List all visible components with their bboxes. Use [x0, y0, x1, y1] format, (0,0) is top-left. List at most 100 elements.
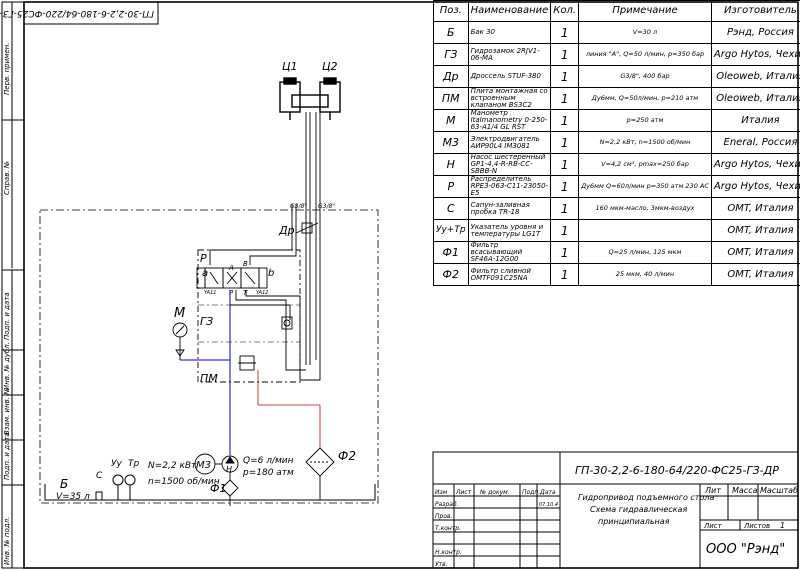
- bom-header-mfr: Изготовитель: [710, 0, 800, 22]
- cylinder-1-label: Ц1: [282, 60, 298, 73]
- bom-header-row: Поз. Наименование Кол. Примечание Изгото…: [433, 0, 800, 22]
- bom-pos: ПМ: [433, 87, 469, 110]
- side-label: Справ. №: [3, 161, 11, 195]
- drawing-name-2: Схема гидравлическая: [590, 505, 687, 514]
- bom-mfr: OMT, Италия: [710, 219, 800, 242]
- side-labels: Перв. примен. Справ. № Подп. и дата Инв.…: [3, 42, 11, 565]
- return-line: [257, 370, 321, 448]
- company-name: ООО "Рэнд": [706, 542, 785, 557]
- bom-note: N=2,2 кВт, n=1500 об/мин: [578, 131, 712, 154]
- drawing-name-1: Гидропривод подъемного стола: [578, 493, 714, 502]
- temp-gauge-label: Тр: [128, 459, 139, 469]
- bom-pos: М3: [433, 131, 469, 154]
- valve-labels: Р а b A B P T YA11 YA12 ГЗ ПМ: [200, 252, 274, 385]
- port-1-label: G3/8": [290, 203, 307, 210]
- manometer: [172, 322, 188, 360]
- bom-qty: 1: [550, 263, 580, 286]
- rpm-label: n=1500 об/мин: [148, 477, 220, 487]
- motor-label: М3: [196, 460, 211, 471]
- bom-name: Сапун-заливная пробка TR-18: [467, 197, 552, 220]
- throttle-valve: [295, 222, 319, 234]
- bom-mfr: OMT, Италия: [710, 263, 800, 286]
- bom-note: 160 мкм-масло, 3мкм-воздух: [578, 197, 712, 220]
- power-unit-boundary: [39, 209, 379, 504]
- bom-mfr: Oleoweb, Италия: [710, 65, 800, 88]
- bom-name: Дроссель STUF-380: [467, 65, 552, 88]
- bom-note: линия "A", Q=50 л/мин, p=350 бар: [578, 43, 712, 66]
- bom-header-pos: Поз.: [433, 0, 469, 22]
- valve-b-label: b: [268, 268, 274, 279]
- bom-pos: Б: [433, 21, 469, 44]
- filter-1-label: Ф1: [210, 482, 226, 495]
- bom-mfr: Argo Hytos, Чехия: [710, 153, 800, 176]
- bom-note: [578, 219, 712, 242]
- col-izm: Изм: [435, 489, 448, 496]
- bom-name: Электродвигатель АИР90L4 IM3081: [467, 131, 552, 154]
- sheet-header: Лист: [703, 522, 723, 530]
- bom-table: Поз. Наименование Кол. Примечание Изгото…: [433, 0, 800, 286]
- row-utv: Утв.: [435, 561, 448, 568]
- designation: ГП-30-2,2-6-180-64/220-ФС25-ГЗ-ДР: [575, 464, 779, 477]
- side-label: Инв. № подл.: [3, 517, 11, 565]
- bom-qty: 1: [550, 175, 580, 198]
- col-list: Лист: [455, 489, 472, 496]
- scale-header: Масштаб: [760, 486, 798, 495]
- title-block: [432, 451, 799, 569]
- coil-1-label: YA11: [204, 290, 216, 296]
- bom-qty: 1: [550, 197, 580, 220]
- sheets-count: 1: [780, 521, 785, 530]
- flow-label: Q=6 л/мин: [243, 456, 294, 466]
- lit-header: Лит: [704, 486, 721, 495]
- port-p-label: P: [229, 289, 234, 297]
- bom-qty: 1: [550, 153, 580, 176]
- valve-a-label: а: [202, 268, 208, 279]
- cylinders: [279, 77, 341, 120]
- side-label: Перв. примен.: [3, 42, 11, 95]
- bom-mfr: Oleoweb, Италия: [710, 87, 800, 110]
- tank: [44, 474, 376, 501]
- manometer-label: М: [174, 306, 185, 321]
- bom-name: Плита монтажная со встроенным клапаном B…: [467, 87, 552, 110]
- level-gauge-label: Уу: [111, 459, 122, 469]
- side-label: Инв. № дубл.: [3, 342, 11, 390]
- bom-name: Фильтр всасывающий SF46A-12G00: [467, 241, 552, 264]
- port-a-label: A: [228, 264, 234, 272]
- bom-qty: 1: [550, 87, 580, 110]
- bom-header-qty: Кол.: [550, 0, 580, 22]
- tank-labels: Б V=35 л С Уу Тр: [56, 459, 139, 502]
- row-tkontr: Т.контр.: [435, 525, 461, 532]
- bom-note: p=250 атм: [578, 109, 712, 132]
- port-2-label: G3/8": [318, 203, 335, 210]
- bom-qty: 1: [550, 131, 580, 154]
- col-date: Дата: [539, 489, 556, 496]
- drawing-name-3: принципиальная: [598, 517, 670, 526]
- bom-mfr: Argo Hytos, Чехия: [710, 175, 800, 198]
- left-margin-strip: [1, 1, 25, 569]
- check-valve-label: ГЗ: [200, 315, 213, 328]
- bom-name: Распределитель RPE3-063-C11-23050-E5: [467, 175, 552, 198]
- pump-label: Н: [226, 465, 232, 474]
- bom-name: Манометр Italmanometry 0-250-63-A1/4 GL …: [467, 109, 552, 132]
- tank-volume: V=35 л: [56, 492, 90, 502]
- breather-label: С: [96, 471, 103, 481]
- title-block-text: ГП-30-2,2-6-180-64/220-ФС25-ГЗ-ДР Гидроп…: [435, 464, 798, 568]
- coil-2-label: YA12: [256, 290, 268, 296]
- bom-note: Ду6мм, Q=50л/мин, p=210 атм: [578, 87, 712, 110]
- bom-mfr: OMT, Италия: [710, 197, 800, 220]
- bom-pos: С: [433, 197, 469, 220]
- sheets-header: Листов: [743, 522, 770, 530]
- port-b-label: B: [243, 260, 248, 268]
- power-label: N=2,2 кВт: [148, 461, 197, 471]
- bom-mfr: Eneral, Россия: [710, 131, 800, 154]
- pipe-lines: [209, 112, 321, 381]
- bom-qty: 1: [550, 241, 580, 264]
